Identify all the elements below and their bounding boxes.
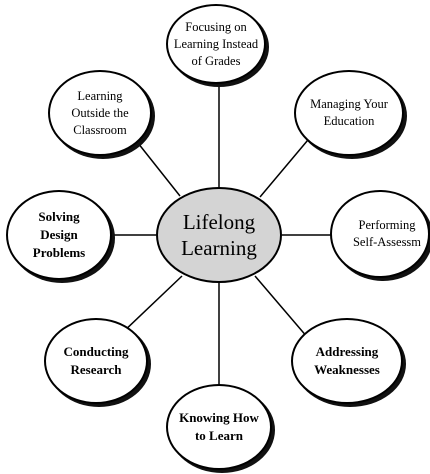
node-focusing-on-learning: Focusing on Learning Instead of Grades xyxy=(166,4,266,84)
node-label: Conducting Research xyxy=(63,344,129,377)
node-label: Learning Outside the Classroom xyxy=(71,88,129,137)
node-label: Knowing How to Learn xyxy=(179,410,259,443)
connector-conducting xyxy=(119,275,183,336)
node-label: Focusing on Learning Instead of Grades xyxy=(173,19,259,68)
node-label: Managing Your Education xyxy=(310,97,388,128)
node-performing-self-assessment: Performing Self-Assessm xyxy=(330,190,430,278)
center-node-lifelong-learning: Lifelong Learning xyxy=(156,187,282,283)
connector-addressing xyxy=(254,275,309,339)
center-label: Lifelong Learning xyxy=(181,210,257,260)
node-conducting-research: Conducting Research xyxy=(44,318,148,404)
node-label: Performing Self-Assessm xyxy=(352,218,422,249)
node-addressing-weaknesses: Addressing Weaknesses xyxy=(291,318,403,404)
node-label: Addressing Weaknesses xyxy=(314,344,380,377)
node-knowing-how-to-learn: Knowing How to Learn xyxy=(166,384,272,470)
node-learning-outside-classroom: Learning Outside the Classroom xyxy=(48,70,152,156)
node-solving-design-problems: Solving Design Problems xyxy=(6,190,112,280)
connector-outside xyxy=(133,137,181,197)
node-managing-your-education: Managing Your Education xyxy=(294,70,404,156)
node-label: Solving Design Problems xyxy=(32,209,86,260)
